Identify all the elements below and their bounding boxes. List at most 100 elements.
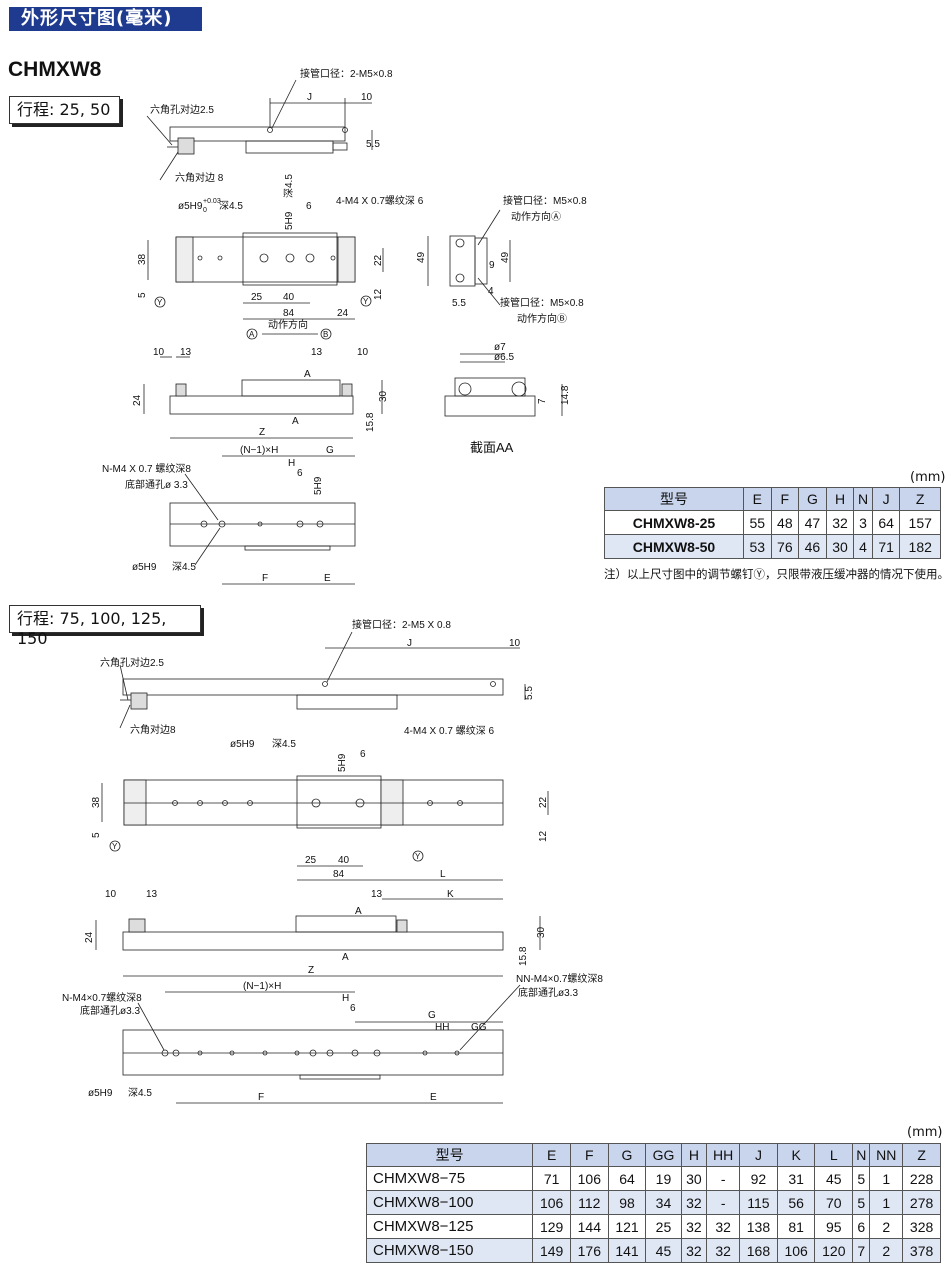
s2-dim-24: 24 <box>84 931 95 943</box>
value-cell: 25 <box>645 1214 682 1239</box>
s2-front-view <box>101 775 549 881</box>
s1-motion-circle-a <box>246 328 258 340</box>
value-cell: 46 <box>798 534 827 559</box>
table2-header-4: GG <box>645 1143 682 1167</box>
s1-bot-slot-label: 5H9 <box>313 476 324 495</box>
s2-bot-hole-5 <box>262 1050 268 1056</box>
value-cell: 120 <box>814 1238 854 1263</box>
s2-dim-38: 38 <box>91 796 102 808</box>
s1-callout-pin-tol0: 0 <box>203 207 207 214</box>
value-cell: 328 <box>902 1214 941 1239</box>
s1-bottom-view <box>169 455 356 585</box>
s2-callout-pin-hole-b: ø5H9 <box>88 1088 113 1099</box>
s2-dim-13: 13 <box>146 889 158 900</box>
s1-dim-13b: 13 <box>311 347 323 358</box>
table1-header-6: J <box>871 487 901 511</box>
s1-motion-circle-b <box>320 328 332 340</box>
value-cell: 138 <box>739 1214 778 1239</box>
s1-callout-dir-b: 动作方向Ⓑ <box>517 312 567 325</box>
s2-dim-e: E <box>430 1092 437 1103</box>
s2-bot-hole-9 <box>351 1049 359 1057</box>
s2-elev-end-left <box>128 918 146 933</box>
s1-callout-pin-hole-b: ø5H9 <box>132 562 157 573</box>
value-cell: 115 <box>739 1190 778 1215</box>
model-cell: CHMXW8−125 <box>365 1214 534 1239</box>
value-cell: 149 <box>532 1238 571 1263</box>
s2-dim-10b: 10 <box>105 889 117 900</box>
s2-bot-hole-1 <box>161 1049 169 1057</box>
s1-side-body <box>449 235 476 287</box>
s2-dim-hh: HH <box>435 1022 449 1033</box>
value-cell: 1 <box>869 1190 904 1215</box>
s1-callout-dir-a: 动作方向Ⓐ <box>511 210 561 223</box>
table1-header-3: G <box>798 487 827 511</box>
value-cell: 5 <box>852 1166 871 1191</box>
model-cell: CHMXW8−75 <box>365 1166 534 1191</box>
s1-elev-end-right <box>341 383 353 397</box>
s2-y-right <box>412 850 424 862</box>
table2-header-9: L <box>814 1143 854 1167</box>
s2-callout-hex-hole: 六角孔对边2.5 <box>100 656 164 669</box>
s1-dim-a-bottom: A <box>292 416 299 427</box>
s1-dim-e: E <box>324 573 331 584</box>
s1-bot-hole-5 <box>316 520 324 528</box>
s1-callout-pin-tol: +0.03 <box>203 198 221 205</box>
s2-dim-15-8: 15.8 <box>518 946 529 966</box>
s2-dim-6: 6 <box>360 749 366 760</box>
value-cell: - <box>706 1190 741 1215</box>
s1-side-port-b <box>455 273 465 283</box>
value-cell: 378 <box>902 1238 941 1263</box>
value-cell: 64 <box>607 1166 647 1191</box>
value-cell: 32 <box>706 1238 741 1263</box>
table1-header-1: E <box>742 487 772 511</box>
s1-side-port-leader <box>477 209 501 246</box>
s1-dim-15-8: 15.8 <box>365 412 376 432</box>
s2-bot-hole-7 <box>309 1049 317 1057</box>
s2-front-hole-5 <box>311 798 321 808</box>
s1-front-y-left <box>154 296 166 308</box>
s1-top-view <box>146 79 373 181</box>
s2-dim-40: 40 <box>338 855 350 866</box>
s1-dim-38: 38 <box>137 253 148 265</box>
table2-header-10: N <box>852 1143 871 1167</box>
s1-callout-thread: 4-M4 X 0.7螺纹深 6 <box>336 194 424 207</box>
value-cell: 32 <box>680 1238 708 1263</box>
s2-callout-bottom-hole: 底部通孔ø3.3 <box>80 1004 140 1017</box>
s2-front-hole-3 <box>222 800 228 806</box>
s1-elev-table <box>241 379 341 397</box>
s1-front-end-left <box>175 236 194 283</box>
s1-dim-9: 9 <box>489 260 495 271</box>
s1-front-view <box>147 232 384 335</box>
s1-front-hole-4 <box>285 253 295 263</box>
value-cell: 2 <box>869 1214 904 1239</box>
s1-dim-h: H <box>288 458 295 469</box>
s2-front-hole-4 <box>247 800 253 806</box>
table2-header-5: H <box>680 1143 708 1167</box>
table1-header-5: N <box>853 487 873 511</box>
s1-front-hole-5 <box>305 253 315 263</box>
value-cell: 106 <box>776 1238 816 1263</box>
s1-dim-5: 5 <box>137 292 148 298</box>
s2-dim-84: 84 <box>333 869 345 880</box>
stroke-label-long: 行程: 75, 100, 125, 150 <box>9 605 201 648</box>
table2-header-8: K <box>776 1143 816 1167</box>
s2-bot-hole-8 <box>326 1049 334 1057</box>
s1-callout-pin-depth: 深4.5 <box>219 200 243 212</box>
table1-unit: (mm) <box>910 470 946 485</box>
s2-dim-a-bottom: A <box>342 952 349 963</box>
s2-dim-z: Z <box>308 965 314 976</box>
value-cell: 1 <box>869 1166 904 1191</box>
s2-front-body <box>123 779 504 826</box>
value-cell: 31 <box>776 1166 816 1191</box>
s2-callout-bottom-hole2: 底部通孔ø3.3 <box>518 986 578 999</box>
s2-front-hole-1 <box>172 800 178 806</box>
s1-top-port <box>267 127 273 133</box>
s1-elev-base <box>169 395 354 415</box>
s2-bottom-view <box>122 984 521 1104</box>
s1-dim-49b: 49 <box>500 251 511 263</box>
